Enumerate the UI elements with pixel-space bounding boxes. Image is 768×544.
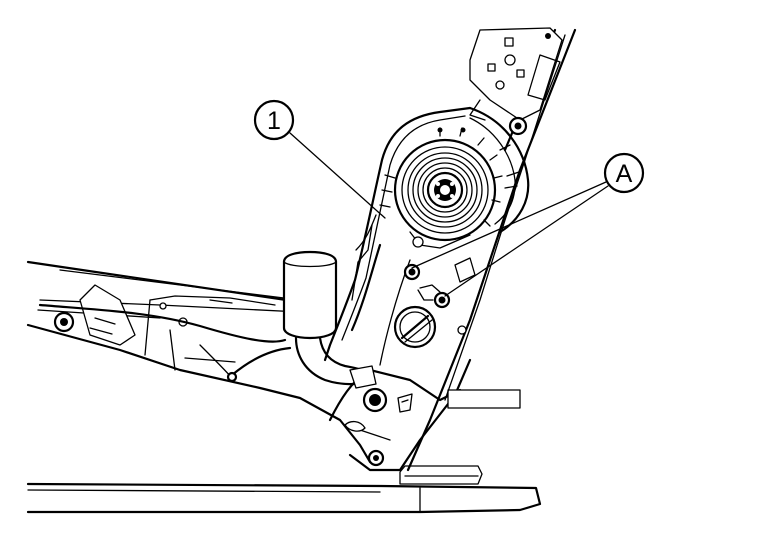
seat-cushion-frame <box>26 260 372 464</box>
recliner-spring <box>393 127 503 249</box>
callout-a: A <box>411 152 645 297</box>
hinge-lower-bracket <box>328 358 521 472</box>
seat-rail <box>26 465 542 514</box>
seat-back-frame <box>406 27 577 472</box>
callout-1-circle <box>253 99 295 141</box>
callout-1-label: 1 <box>267 107 281 135</box>
callout-a-leader-1 <box>411 181 607 269</box>
harness-connector <box>226 250 377 389</box>
callout-a-circle <box>603 152 645 194</box>
recliner-knob <box>393 305 467 349</box>
callout-1-leader <box>289 132 386 219</box>
callout-1: 1 <box>253 99 386 219</box>
callout-a-leader-2 <box>444 185 609 297</box>
callout-a-label: A <box>616 160 633 188</box>
